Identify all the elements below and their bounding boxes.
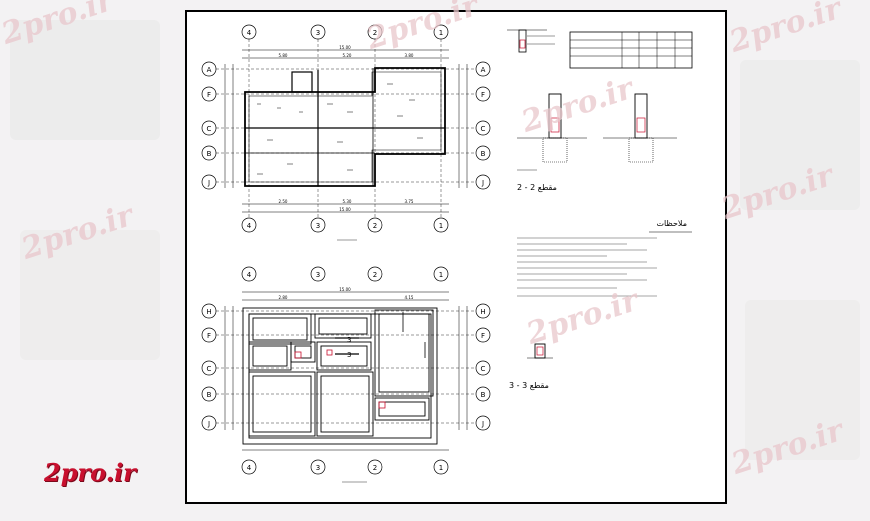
dim-label: 15.00: [339, 287, 351, 292]
grid-bubble-label: B: [481, 150, 486, 158]
detail-top-left: [507, 29, 555, 53]
section-mark: 3: [347, 351, 351, 359]
grid-bubble-label: J: [207, 179, 210, 187]
notes-header: ملاحظات: [656, 219, 687, 228]
grid-bubble-label: J: [207, 420, 210, 428]
grid-bubble-label: F: [481, 91, 485, 99]
grid-bubble-label: 2: [373, 464, 377, 472]
grid-bubble-label: 4: [247, 29, 252, 37]
grid-bubble-label: 1: [439, 271, 443, 279]
background-tile: [10, 20, 160, 140]
plan1-slab-plan: 4 3 2 1 15.00 5.80 5.20 3.80 A F C B: [201, 24, 491, 241]
section-3-3-label: مقطع 3 - 3: [509, 381, 549, 390]
grid-bubble-label: C: [207, 125, 212, 133]
dim-label: 5.20: [343, 53, 352, 58]
grid-bubble-label: 2: [373, 271, 377, 279]
foundation-plan-drawing: 4 3 2 1 15.00 5.80 5.20 3.80 A F C B: [201, 24, 693, 483]
section-3-3-detail: مقطع 3 - 3: [509, 343, 553, 390]
grid-bubble-label: 3: [316, 271, 320, 279]
dim-label: 4.15: [405, 295, 414, 300]
dim-label: 2.50: [279, 199, 288, 204]
grid-bubble-label: J: [481, 179, 484, 187]
grid-bubble-label: H: [480, 308, 485, 316]
grid-bubble-label: H: [206, 308, 211, 316]
background-tile: [20, 230, 160, 360]
grid-bubble-label: 4: [247, 464, 252, 472]
grid-bubble-label: 1: [439, 29, 443, 37]
grid-bubble-label: C: [207, 365, 212, 373]
background-tile: [745, 300, 860, 460]
watermark: 2pro.ir: [725, 0, 846, 60]
notes-block: ملاحظات: [517, 219, 692, 297]
plan2-grid-right: H F C B J: [475, 303, 491, 431]
plan1-grid-bottom: 4 3 2 1: [241, 217, 449, 233]
brand-logo[interactable]: 2pro.ir: [44, 458, 136, 487]
grid-bubble-label: 4: [247, 222, 252, 230]
section-mark: 3: [347, 336, 351, 344]
grid-bubble-label: F: [207, 91, 211, 99]
dim-label: 15.00: [339, 207, 351, 212]
grid-bubble-label: A: [207, 66, 212, 74]
drawing-sheet: 4 3 2 1 15.00 5.80 5.20 3.80 A F C B: [185, 10, 727, 504]
grid-bubble-label: A: [481, 66, 486, 74]
section-2-2-label: مقطع 2 - 2: [517, 183, 557, 192]
grid-bubble-label: C: [481, 365, 486, 373]
dim-label: 3.75: [405, 199, 414, 204]
grid-bubble-label: 2: [373, 29, 377, 37]
dim-label: 5.30: [343, 199, 352, 204]
plan2-grid-left: H F C B J: [201, 303, 217, 431]
dim-label: 2.80: [279, 295, 288, 300]
grid-bubble-label: 3: [316, 464, 320, 472]
dim-label: 3.80: [405, 53, 414, 58]
grid-bubble-label: 4: [247, 271, 252, 279]
plan2-foundation-plan: 4 3 2 1 15.00 2.80 4.15 H F C B J H F C …: [201, 266, 491, 483]
plan1-grid-left: A F C B J: [201, 61, 217, 190]
grid-bubble-label: B: [207, 391, 212, 399]
rebar-schedule-table: [569, 31, 693, 69]
grid-bubble-label: F: [207, 332, 211, 340]
plan2-grid-top: 4 3 2 1: [241, 266, 449, 282]
grid-bubble-label: B: [207, 150, 212, 158]
section-2-2-details: مقطع 2 - 2: [517, 93, 677, 192]
grid-bubble-label: J: [481, 420, 484, 428]
grid-bubble-label: C: [481, 125, 486, 133]
dim-label: 15.00: [339, 45, 351, 50]
grid-bubble-label: 3: [316, 29, 320, 37]
plan2-grid-bottom: 4 3 2 1: [241, 459, 449, 475]
dim-label: 5.80: [279, 53, 288, 58]
plan1-grid-top: 4 3 2 1: [241, 24, 449, 40]
grid-bubble-label: 3: [316, 222, 320, 230]
plan1-grid-right: A F C B J: [475, 61, 491, 190]
background-tile: [740, 60, 860, 210]
grid-bubble-label: B: [481, 391, 486, 399]
grid-bubble-label: F: [481, 332, 485, 340]
grid-bubble-label: 1: [439, 222, 443, 230]
grid-bubble-label: 2: [373, 222, 377, 230]
grid-bubble-label: 1: [439, 464, 443, 472]
